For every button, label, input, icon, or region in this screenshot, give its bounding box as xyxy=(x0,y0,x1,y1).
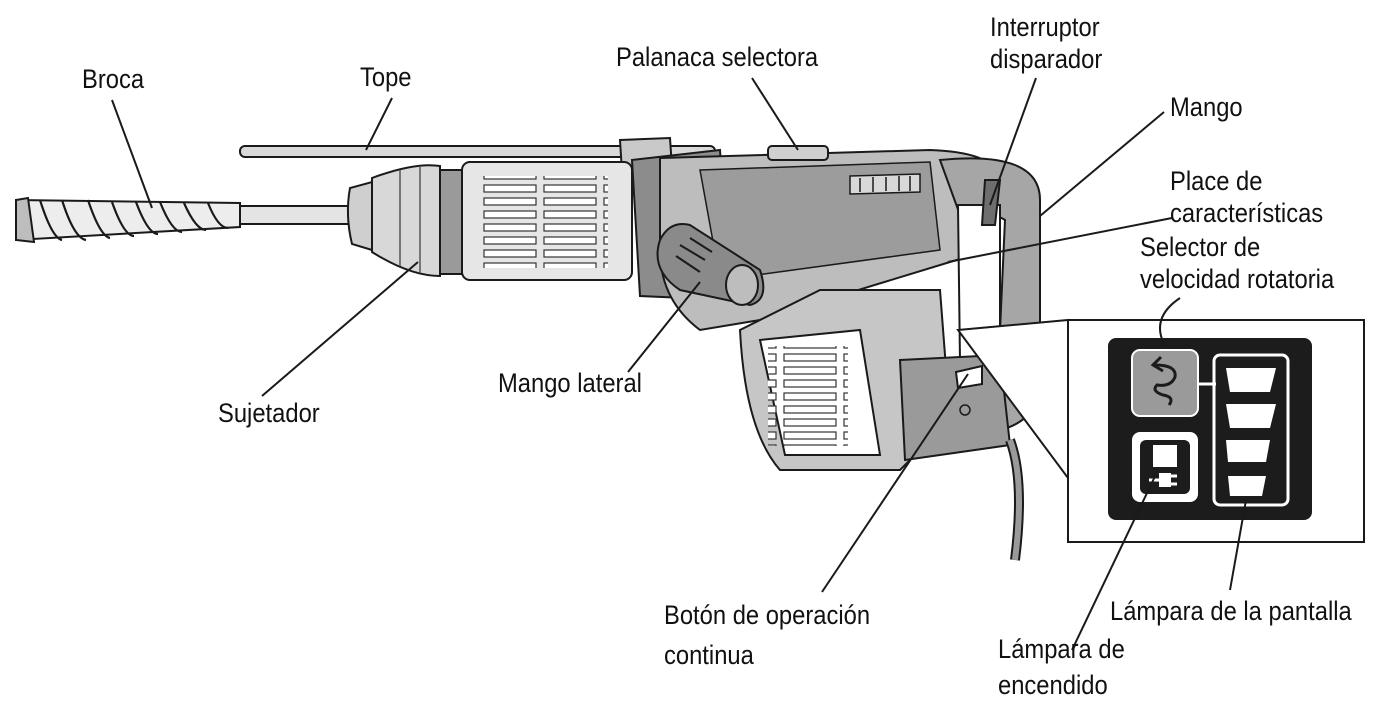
leader-interruptor xyxy=(989,77,1037,206)
leader-sujetador xyxy=(261,261,419,397)
label-selector-1: Selector de xyxy=(1140,232,1261,262)
label-sujetador: Sujetador xyxy=(218,398,320,428)
side-handle xyxy=(656,223,765,307)
label-placa-1: Place de xyxy=(1170,166,1263,196)
label-interruptor-2: disparador xyxy=(990,44,1103,74)
drill-bit xyxy=(15,196,371,244)
leader-tope xyxy=(365,97,393,151)
label-placa-2: características xyxy=(1170,198,1324,228)
label-boton-2: continua xyxy=(664,640,754,670)
label-mango: Mango xyxy=(1170,92,1243,122)
leader-pantalla xyxy=(1229,499,1247,591)
label-broca: Broca xyxy=(82,64,145,94)
label-encendido-2: encendido xyxy=(998,670,1108,700)
chuck xyxy=(346,164,463,278)
label-boton-1: Botón de operación xyxy=(664,600,871,630)
depth-gauge xyxy=(239,136,716,174)
leader-broca xyxy=(111,99,153,209)
label-encendido-1: Lámpara de xyxy=(998,634,1125,664)
leader-mango-lateral xyxy=(627,281,701,373)
leader-mango xyxy=(1039,111,1165,217)
label-palanca-selectora: Palanaca selectora xyxy=(616,42,819,72)
leader-placa xyxy=(947,217,1173,263)
rotation-speed-icon xyxy=(1150,355,1177,406)
leader-lines xyxy=(111,77,1247,651)
label-tope: Tope xyxy=(360,62,412,92)
display-lamp-1 xyxy=(1226,368,1276,392)
label-selector-2: velocidad rotatoria xyxy=(1140,264,1335,294)
display-lamp-2 xyxy=(1226,404,1276,428)
label-mango-lateral: Mango lateral xyxy=(498,368,642,398)
label-lampara-pantalla: Lámpara de la pantalla xyxy=(1110,596,1352,626)
label-interruptor-1: Interruptor xyxy=(990,12,1100,42)
display-lamp-4 xyxy=(1228,476,1266,496)
leader-selector xyxy=(1159,297,1181,347)
leader-boton xyxy=(821,373,969,593)
display-lamp-3 xyxy=(1226,440,1270,462)
leader-palanca xyxy=(751,77,799,151)
leader-encendido xyxy=(1071,469,1159,651)
